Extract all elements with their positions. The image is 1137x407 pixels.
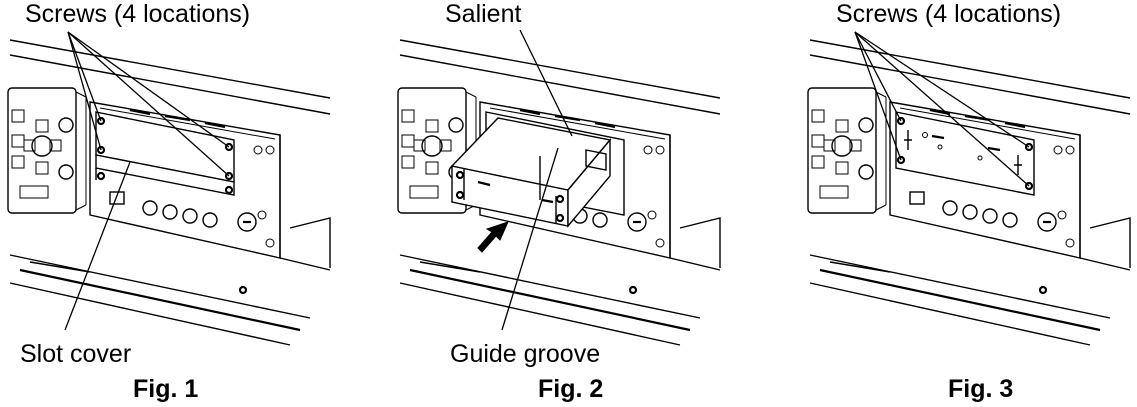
slot-cover-label: Slot cover (20, 340, 131, 368)
fig1-caption: Fig. 1 (133, 375, 198, 403)
figure-1: Screws (4 locations) Slot cover Fig. 1 (6, 0, 332, 403)
screws-label-fig3: Screws (4 locations) (836, 0, 1061, 28)
figure-3: Screws (4 locations) Fig. 3 (806, 0, 1132, 403)
fig3-caption: Fig. 3 (948, 375, 1013, 403)
screws-label-fig1: Screws (4 locations) (25, 0, 250, 28)
figure-2: Salient Guide groove Fig. 2 (396, 0, 722, 403)
salient-label: Salient (445, 0, 521, 28)
fig2-caption: Fig. 2 (538, 375, 603, 403)
guide-groove-label: Guide groove (450, 340, 600, 368)
